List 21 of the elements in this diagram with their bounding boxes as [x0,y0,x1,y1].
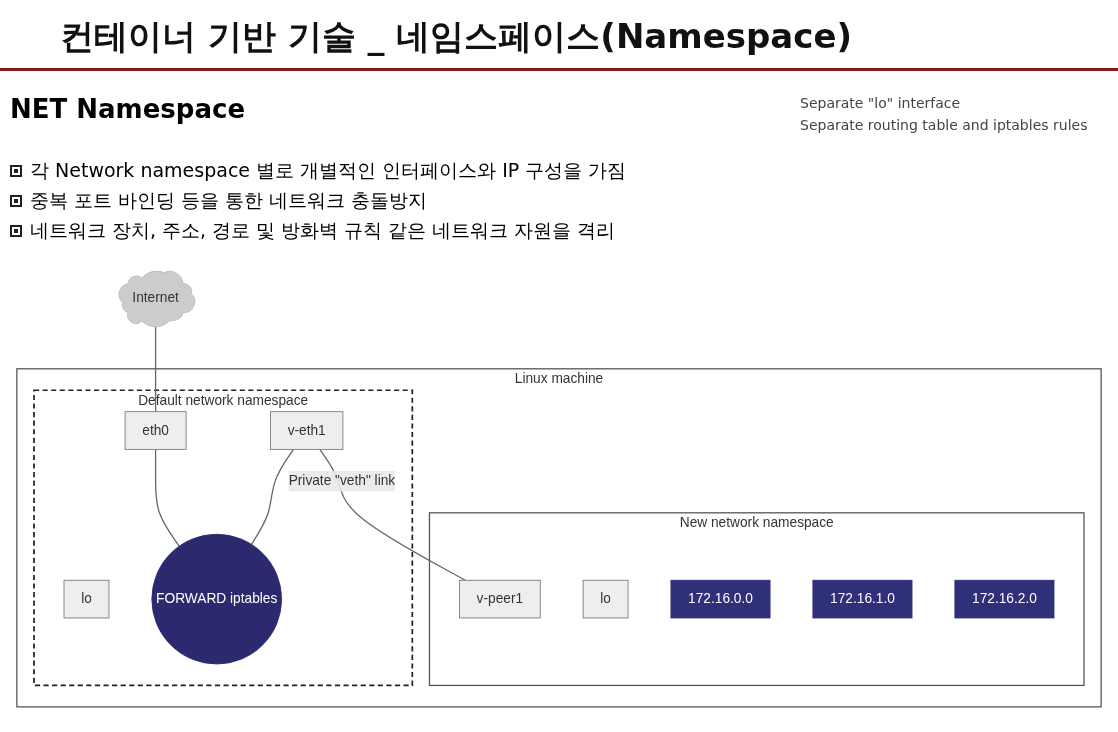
connector [154,325,157,413]
node-box: v-eth1 [270,411,344,450]
node-box: 172.16.1.0 [812,579,913,619]
node-box: v-peer1 [459,579,541,619]
node-circle: FORWARD iptables [151,533,282,665]
connector [154,448,180,547]
bullet-text: 네트워크 장치, 주소, 경로 및 방화벽 규칙 같은 네트워크 자원을 격리 [30,218,616,243]
connector [250,448,295,545]
title: 컨테이너 기반 기술 _ 네임스페이스(Namespace) [60,15,853,58]
node-box: 172.16.0.0 [670,579,771,619]
note-text: Separate routing table and iptables rules [800,117,1089,133]
connector [319,448,466,581]
node-box: lo [582,579,629,619]
node-box: lo [63,579,110,619]
node-box: eth0 [124,411,187,450]
bullet-text: 중복 포트 바인딩 등을 통한 네트워크 충돌방지 [30,188,428,213]
node-box: 172.16.2.0 [954,579,1055,619]
edge-label: Private "veth" link [288,473,396,488]
note-text: Separate "lo" interface [800,95,962,111]
bullet-text: 각 Network namespace 별로 개별적인 인터페이스와 IP 구성을 가짐 [30,158,627,183]
subtitle: NET Namespace [10,94,245,124]
